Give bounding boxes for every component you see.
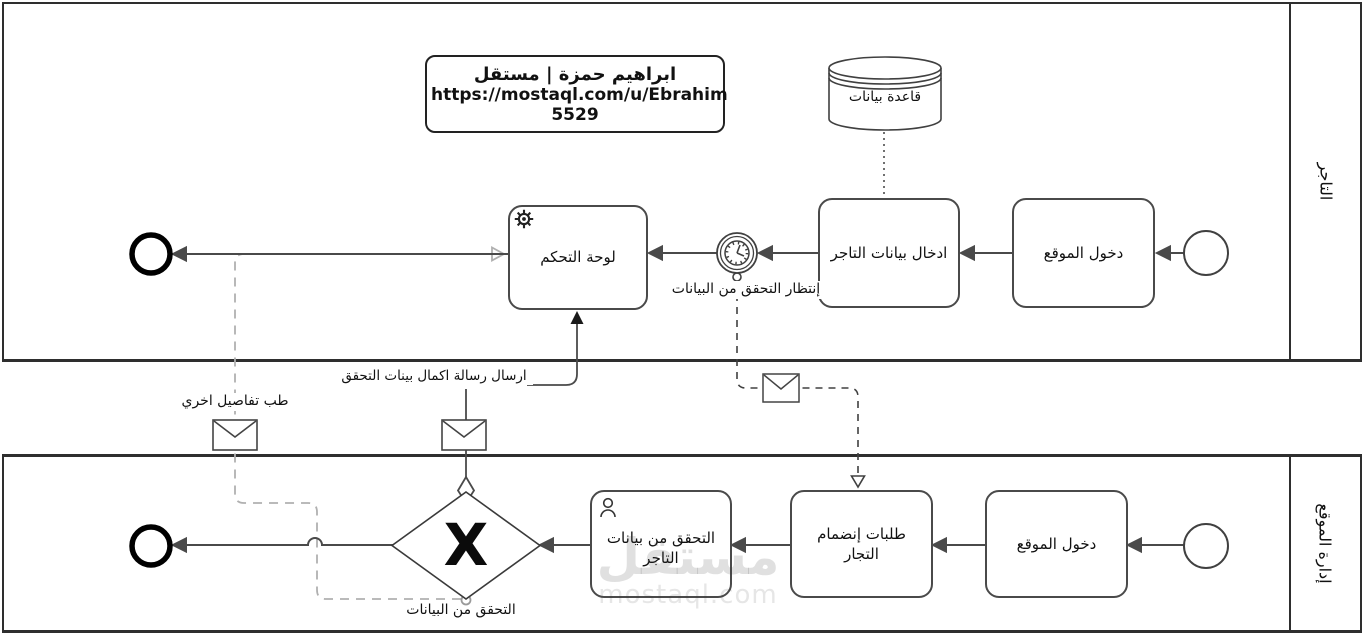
gateway-label: التحقق من البيانات bbox=[406, 602, 516, 618]
attribution-box: ابراهيم حمزة | مستقل https://mostaql.com… bbox=[425, 55, 728, 133]
gateway-x-symbol: X bbox=[443, 511, 489, 579]
pool-admin-label-strip: إدارة الموقع bbox=[1289, 457, 1360, 630]
task-enter-merchant-data: ادخال بيانات التاجر bbox=[818, 198, 960, 308]
task-label: دخول الموقع bbox=[1016, 534, 1097, 553]
task-label: دخول الموقع bbox=[1043, 243, 1124, 262]
message-label-request-details: طب تفاصيل اخري bbox=[177, 393, 293, 411]
open-arrowhead bbox=[850, 475, 866, 489]
flow-with-line-jump bbox=[177, 537, 393, 546]
attribution-url-2: 5529 bbox=[551, 105, 599, 125]
person-icon bbox=[600, 497, 616, 518]
timer-event bbox=[716, 232, 758, 274]
pool-merchant: التاجر bbox=[2, 2, 1362, 362]
timer-label: إنتظار التحقق من البيانات bbox=[655, 281, 837, 299]
task-label: لوحة التحكم bbox=[540, 248, 616, 267]
task-verify-merchant-data: التحقق من بيانات التاجر bbox=[590, 490, 732, 598]
message-label-send-completion: ارسال رسالة اكمال بينات التحقق bbox=[335, 368, 533, 385]
database-label: قاعدة بيانات bbox=[848, 89, 922, 105]
message-envelope-middle bbox=[441, 419, 487, 451]
message-envelope-left bbox=[212, 419, 258, 451]
attribution-title: ابراهيم حمزة | مستقل bbox=[473, 64, 677, 85]
pool-admin: إدارة الموقع bbox=[2, 454, 1362, 633]
task-enter-site-merchant: دخول الموقع bbox=[1012, 198, 1155, 308]
message-envelope-right bbox=[762, 373, 800, 403]
sequence-flows-admin bbox=[170, 536, 1184, 554]
end-event-admin bbox=[129, 524, 173, 568]
task-label: التحقق من بيانات التاجر bbox=[606, 528, 716, 567]
start-event-merchant bbox=[1183, 230, 1229, 276]
flow-gateway-to-dashboard bbox=[456, 311, 584, 505]
database-shape bbox=[828, 56, 942, 131]
task-label: طلبات إنضمام التجار bbox=[817, 524, 906, 563]
task-join-requests: طلبات إنضمام التجار bbox=[790, 490, 933, 598]
message-flow-timer-to-requests bbox=[732, 272, 866, 489]
exclusive-gateway bbox=[390, 491, 542, 600]
message-source-dot bbox=[732, 272, 742, 282]
pool-merchant-label-strip: التاجر bbox=[1289, 4, 1360, 359]
task-enter-site-admin: دخول الموقع bbox=[985, 490, 1128, 598]
start-event-admin bbox=[1183, 523, 1229, 569]
end-event-merchant bbox=[129, 232, 173, 276]
task-label: ادخال بيانات التاجر bbox=[830, 243, 948, 262]
sequence-flows-merchant bbox=[170, 244, 1184, 263]
attribution-url: https://mostaql.com/u/Ebrahim bbox=[431, 85, 728, 105]
task-dashboard: لوحة التحكم bbox=[508, 205, 648, 310]
gear-icon bbox=[514, 209, 534, 229]
